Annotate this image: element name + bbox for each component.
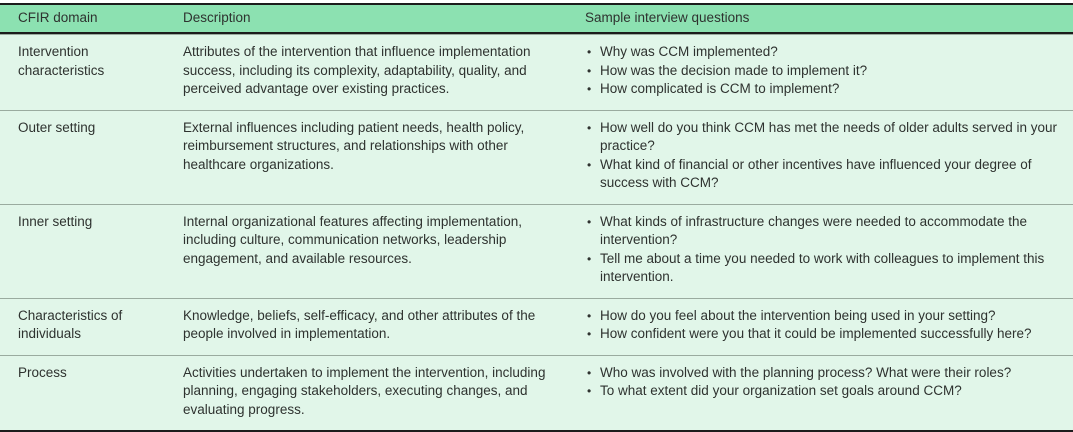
question-text: What kind of financial or other incentiv… xyxy=(600,156,1032,191)
questions-cell: • What kinds of infrastructure changes we… xyxy=(585,205,1073,298)
questions-cell: • How do you feel about the intervention … xyxy=(585,299,1073,355)
bullet-icon: • xyxy=(587,327,592,341)
question-text: How was the decision made to implement i… xyxy=(600,62,868,78)
question-item: • How confident were you that it could be… xyxy=(585,325,1061,344)
description-cell: Internal organizational features affecti… xyxy=(183,213,522,266)
table-row-characteristics-of-individuals: Characteristics of individuals Knowledge… xyxy=(0,297,1073,355)
header-cell-sample-interview-questions: Sample interview questions xyxy=(585,10,750,25)
table-row-inner-setting: Inner setting Internal organizational fe… xyxy=(0,203,1073,298)
question-item: • To what extent did your organization se… xyxy=(585,382,1061,401)
header-cell-cfir-domain: CFIR domain xyxy=(18,10,98,25)
table-header-row: CFIR domain Description Sample interview… xyxy=(0,5,1073,34)
bullet-icon: • xyxy=(587,214,592,229)
question-list: • Why was CCM implemented? • How was the d… xyxy=(585,43,1061,99)
question-list: • What kinds of infrastructure changes we… xyxy=(585,213,1061,287)
bullet-icon: • xyxy=(587,251,592,266)
bullet-icon: • xyxy=(587,63,592,78)
question-text: How confident were you that it could be … xyxy=(600,326,1032,341)
description-cell: Knowledge, beliefs, self-efficacy, and o… xyxy=(183,307,536,342)
question-list: • How well do you think CCM has met the n… xyxy=(585,119,1061,193)
question-item: • How complicated is CCM to implement? xyxy=(585,80,1061,99)
domain-cell: Characteristics of individuals xyxy=(18,307,123,342)
question-item: • How well do you think CCM has met the n… xyxy=(585,119,1061,156)
bullet-icon: • xyxy=(587,308,592,323)
domain-cell: Intervention characteristics xyxy=(18,44,105,78)
domain-cell: Outer setting xyxy=(18,119,96,135)
bullet-icon: • xyxy=(587,157,592,172)
question-text: How complicated is CCM to implement? xyxy=(600,81,840,96)
question-list: • How do you feel about the intervention … xyxy=(585,307,1061,344)
question-text: Who was involved with the planning proce… xyxy=(600,364,1012,380)
bullet-icon: • xyxy=(587,384,592,398)
question-text: Why was CCM implemented? xyxy=(600,44,778,59)
table-row-outer-setting: Outer setting External influences includ… xyxy=(0,109,1073,204)
questions-cell: • Why was CCM implemented? • How was the d… xyxy=(585,35,1073,110)
questions-cell: • Who was involved with the planning proc… xyxy=(585,356,1073,431)
table-row-process: Process Activities undertaken to impleme… xyxy=(0,354,1073,431)
question-item: • How do you feel about the intervention … xyxy=(585,307,1061,326)
bullet-icon: • xyxy=(587,82,592,96)
questions-cell: • How well do you think CCM has met the n… xyxy=(585,111,1073,204)
domain-cell: Inner setting xyxy=(18,213,93,229)
question-text: How well do you think CCM has met the ne… xyxy=(600,119,1057,154)
description-cell: Activities undertaken to implement the i… xyxy=(183,364,546,417)
question-item: • How was the decision made to implement … xyxy=(585,62,1061,81)
bullet-icon: • xyxy=(587,120,592,135)
domain-cell: Process xyxy=(18,364,67,380)
question-item: • What kind of financial or other incenti… xyxy=(585,156,1061,193)
question-text: What kinds of infrastructure changes wer… xyxy=(600,213,1027,248)
question-item: • Who was involved with the planning proc… xyxy=(585,364,1061,383)
header-cell-description: Description xyxy=(183,10,251,25)
bullet-icon: • xyxy=(587,365,592,380)
bullet-icon: • xyxy=(587,45,592,59)
question-item: • Tell me about a time you needed to work… xyxy=(585,250,1061,287)
table-row-intervention-characteristics: Intervention characteristics Attributes … xyxy=(0,34,1073,110)
description-cell: External influences including patient ne… xyxy=(183,119,525,172)
question-text: Tell me about a time you needed to work … xyxy=(600,250,1045,285)
question-item: • What kinds of infrastructure changes we… xyxy=(585,213,1061,250)
cfir-table: CFIR domain Description Sample interview… xyxy=(0,3,1073,432)
description-cell: Attributes of the intervention that infl… xyxy=(183,44,531,96)
question-list: • Who was involved with the planning proc… xyxy=(585,364,1061,401)
question-text: To what extent did your organization set… xyxy=(600,383,962,398)
question-text: How do you feel about the intervention b… xyxy=(600,307,996,323)
question-item: • Why was CCM implemented? xyxy=(585,43,1061,62)
